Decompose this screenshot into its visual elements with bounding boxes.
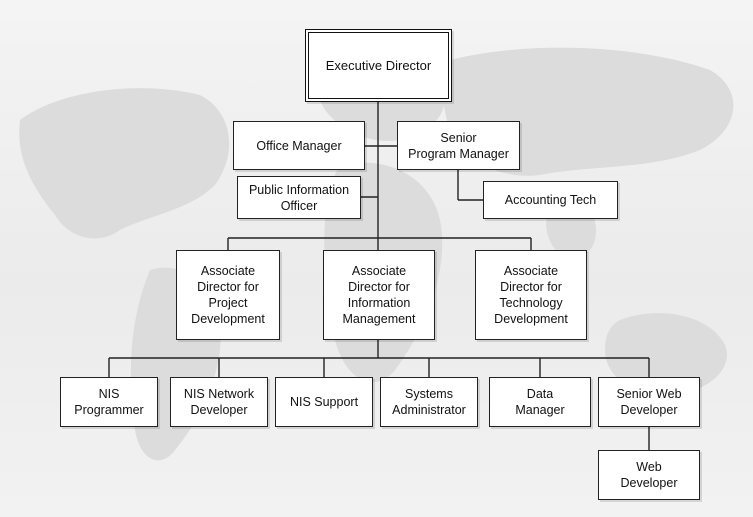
web-developer-box: Web Developer: [598, 450, 700, 500]
senior-web-developer-label: Senior Web Developer: [616, 387, 682, 417]
assoc-director-information-management-box: Associate Director for Information Manag…: [323, 250, 435, 340]
office-manager-label: Office Manager: [256, 138, 342, 153]
nis-support-box: NIS Support: [275, 377, 373, 427]
nis-network-developer-box: NIS Network Developer: [170, 377, 268, 427]
senior-program-manager-label: Senior Program Manager: [408, 130, 509, 161]
senior-program-manager-box: Senior Program Manager: [397, 121, 520, 170]
web-developer-label: Web Developer: [620, 460, 678, 490]
nis-programmer-label: NIS Programmer: [74, 387, 144, 417]
executive-director-label: Executive Director: [325, 57, 432, 73]
public-information-officer-box: Public Information Officer: [237, 176, 361, 219]
assoc-director-project-development-label: Associate Director for Project Developme…: [191, 264, 265, 326]
systems-administrator-label: Systems Administrator: [392, 387, 466, 417]
data-manager-box: Data Manager: [489, 377, 591, 427]
accounting-tech-label: Accounting Tech: [504, 193, 597, 207]
assoc-director-technology-development-box: Associate Director for Technology Develo…: [475, 250, 587, 340]
nis-network-developer-label: NIS Network Developer: [183, 387, 255, 417]
accounting-tech-box: Accounting Tech: [483, 181, 618, 219]
assoc-director-technology-development-label: Associate Director for Technology Develo…: [494, 264, 568, 326]
executive-director-box: Executive Director: [305, 29, 452, 102]
nis-programmer-box: NIS Programmer: [60, 377, 158, 427]
assoc-director-project-development-box: Associate Director for Project Developme…: [176, 250, 280, 340]
senior-web-developer-box: Senior Web Developer: [598, 377, 700, 427]
office-manager-box: Office Manager: [233, 121, 365, 170]
nis-support-label: NIS Support: [289, 395, 359, 409]
assoc-director-information-management-label: Associate Director for Information Manag…: [342, 264, 416, 326]
data-manager-label: Data Manager: [515, 387, 565, 417]
systems-administrator-box: Systems Administrator: [380, 377, 478, 427]
public-information-officer-label: Public Information Officer: [248, 182, 350, 213]
